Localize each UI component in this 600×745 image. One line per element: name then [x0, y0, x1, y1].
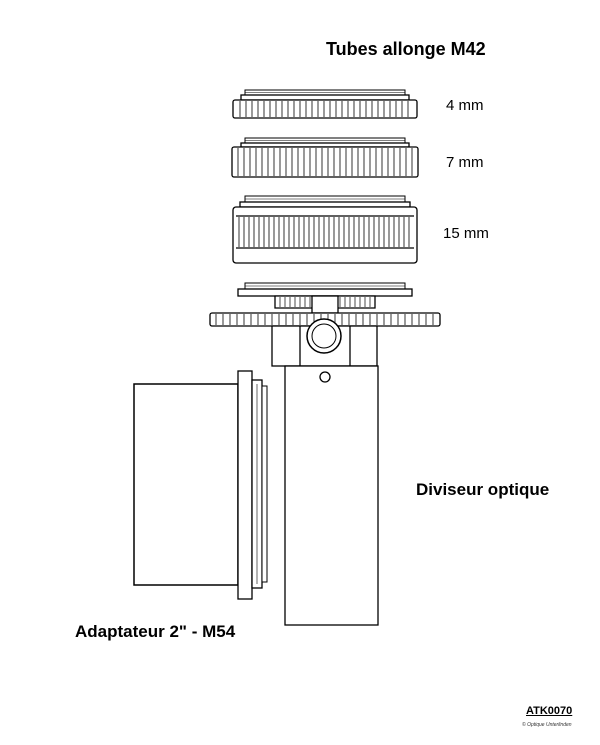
splitter-body [271, 318, 379, 626]
tube-15mm-label: 15 mm [443, 225, 489, 242]
flange-knurl [215, 314, 434, 325]
adapter-label: Adaptateur 2" - M54 [75, 622, 236, 641]
splitter-top-ring [237, 282, 413, 314]
tube-7mm-label: 7 mm [446, 154, 484, 171]
tube-15mm-knurl [238, 217, 410, 247]
tube-4mm-knurl [239, 101, 409, 117]
tube-4mm-label: 4 mm [446, 97, 484, 114]
adapter-2in-m54 [133, 370, 268, 600]
screw-hole [319, 371, 331, 383]
title: Tubes allonge M42 [326, 39, 486, 59]
tube-7mm [231, 137, 419, 178]
tube-7mm-knurl [237, 148, 413, 176]
reference-code: ATK0070 [526, 705, 573, 717]
tube-15mm [232, 195, 418, 264]
splitter-label: Diviseur optique [416, 480, 550, 499]
copyright: © Optique Unterlinden [522, 722, 572, 728]
tube-4mm [232, 89, 418, 119]
